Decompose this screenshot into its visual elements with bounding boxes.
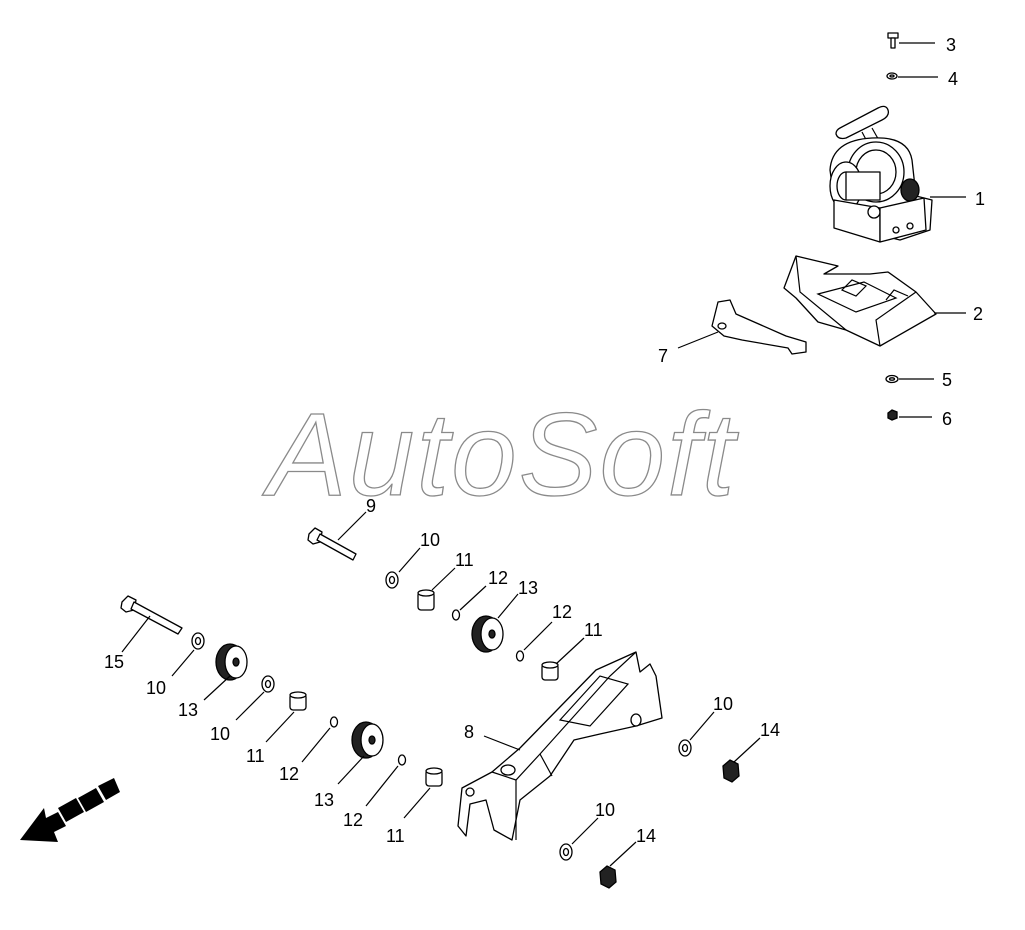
part-10-washer-d [678,739,692,757]
callout-11-d: 11 [386,826,405,846]
callout-13-a: 13 [518,578,538,598]
part-12-ring-b [515,650,525,662]
callout-6: 6 [942,409,952,429]
part-10-washer-a [385,571,399,589]
part-4-washer [886,72,898,80]
part-8-arm [457,651,663,841]
part-11-bushing-a [417,589,435,611]
part-7-latch-plate [711,299,807,355]
callout-9: 9 [366,496,376,516]
callout-2: 2 [973,304,983,324]
callout-10-b: 10 [146,678,166,698]
part-15-bolt [120,595,183,635]
callout-15: 15 [104,652,124,672]
part-11-bushing-d [425,767,443,787]
callout-5: 5 [942,370,952,390]
callout-4: 4 [948,69,958,89]
callout-1: 1 [975,189,985,209]
direction-arrow-icon [20,778,120,842]
callout-12-a: 12 [488,568,508,588]
part-12-ring-d [397,754,407,766]
part-6-nut [887,409,898,421]
part-14-nut-a [722,759,740,783]
callout-10-c: 10 [210,724,230,744]
part-5-washer [885,374,899,384]
callout-10-a: 10 [420,530,440,550]
callout-12-d: 12 [343,810,363,830]
part-14-nut-b [599,865,617,889]
part-12-ring-c [329,716,339,728]
part-10-washer-e [559,843,573,861]
callout-11-b: 11 [584,620,603,640]
callout-13-b: 13 [178,700,198,720]
callout-7: 7 [658,346,668,366]
callout-11-a: 11 [455,550,474,570]
callout-12-b: 12 [552,602,572,622]
part-1-winch [829,105,933,243]
part-2-bracket [783,255,937,347]
part-9-bolt [307,527,357,561]
callout-11-c: 11 [246,746,265,766]
callout-10-e: 10 [595,800,615,820]
watermark: AutoSoft [262,389,739,521]
part-11-bushing-b [541,661,559,681]
callout-12-c: 12 [279,764,299,784]
part-13-roller-a [471,615,504,653]
callout-8: 8 [464,722,474,742]
part-11-bushing-c [289,691,307,711]
part-13-roller-c [351,721,384,759]
callout-3: 3 [946,35,956,55]
part-10-washer-b [191,632,205,650]
part-10-washer-c [261,675,275,693]
callout-14-a: 14 [760,720,780,740]
part-13-roller-b [215,643,248,681]
callout-10-d: 10 [713,694,733,714]
callout-13-c: 13 [314,790,334,810]
callout-14-b: 14 [636,826,656,846]
part-12-ring-a [451,609,461,621]
part-3-bolt [887,32,899,49]
